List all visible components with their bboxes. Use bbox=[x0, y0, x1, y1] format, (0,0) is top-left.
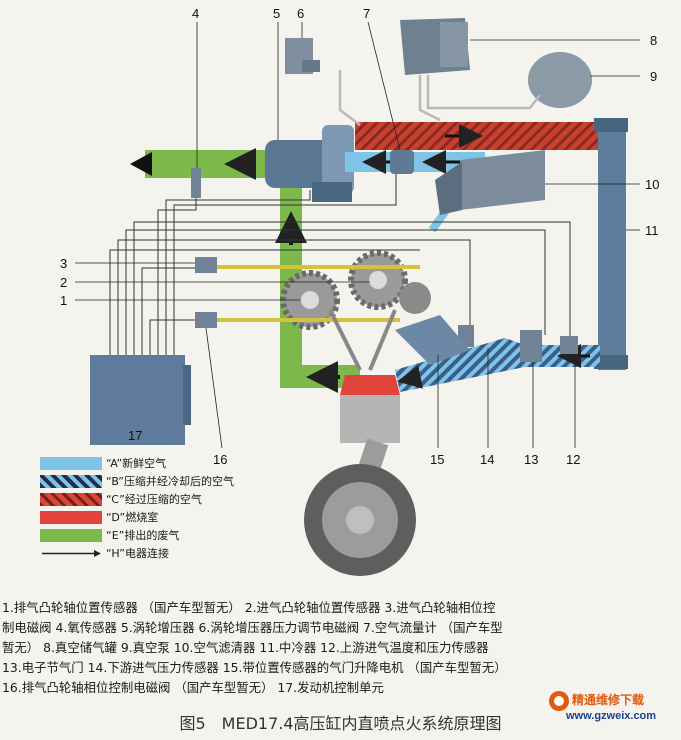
callout-5: 5 bbox=[273, 6, 280, 21]
legend-item-fresh-air: “A”新鲜空气 bbox=[40, 455, 300, 471]
watermark: 精通维修下载 www.gzweix.com bbox=[548, 688, 676, 732]
callout-16: 16 bbox=[213, 452, 227, 467]
turbocharger bbox=[265, 125, 354, 202]
vacuum-tank bbox=[400, 18, 470, 75]
legend-swatch-electrical bbox=[42, 549, 101, 557]
legend-item-cooled-air: “B”压缩并经冷却后的空气 bbox=[40, 473, 300, 489]
legend-swatch-fresh-air bbox=[40, 456, 102, 470]
component-captions: 1.排气凸轮轴位置传感器 （国产车型暂无） 2.进气凸轮轴位置传感器 3.进气凸… bbox=[2, 598, 681, 698]
watermark-title: 精通维修下载 bbox=[572, 693, 645, 707]
legend-item-exhaust: “E”排出的废气 bbox=[40, 527, 300, 543]
callout-12: 12 bbox=[566, 452, 580, 467]
legend-swatch-compressed-air bbox=[40, 492, 102, 506]
intake-cam-solenoid bbox=[195, 257, 217, 273]
legend-label: “E”排出的废气 bbox=[106, 529, 180, 542]
electrical-wiring bbox=[109, 174, 571, 355]
callout-3: 3 bbox=[60, 256, 67, 271]
oxygen-sensor bbox=[191, 168, 201, 198]
exhaust-valve bbox=[328, 309, 362, 371]
watermark-url: www.gzweix.com bbox=[566, 710, 657, 722]
caption-line: 暂无） 8.真空储气罐 9.真空泵 10.空气滤清器 11.中冷器 12.上游进… bbox=[2, 640, 489, 655]
callout-1: 1 bbox=[60, 293, 67, 308]
engine-control-unit bbox=[90, 355, 191, 445]
vacuum-pump bbox=[528, 52, 592, 108]
upstream-sensor bbox=[560, 336, 578, 354]
legend-label: “D”燃烧室 bbox=[106, 511, 159, 524]
cylinder bbox=[304, 375, 416, 576]
callout-7: 7 bbox=[363, 6, 370, 21]
vacuum-lines bbox=[338, 70, 541, 126]
intercooler bbox=[594, 118, 628, 370]
caption-line: 16.排气凸轮轴相位控制电磁阀 （国产车型暂无） 17.发动机控制单元 bbox=[2, 680, 384, 695]
legend-label: “A”新鲜空气 bbox=[106, 457, 167, 470]
electronic-throttle bbox=[520, 330, 542, 362]
camshaft-gears bbox=[280, 250, 431, 330]
callout-10: 10 bbox=[645, 177, 659, 192]
legend-item-electrical: “H”电器连接 bbox=[40, 545, 300, 561]
wastegate-solenoid bbox=[285, 38, 320, 74]
system-diagram: 3 2 1 4 5 6 7 8 9 10 11 12 13 14 15 16 1… bbox=[60, 6, 659, 576]
leader-lines bbox=[75, 21, 640, 449]
intake-valve bbox=[368, 309, 397, 371]
callout-9: 9 bbox=[650, 69, 657, 84]
callout-11: 11 bbox=[645, 223, 659, 238]
legend-label: “B”压缩并经冷却后的空气 bbox=[106, 475, 235, 488]
callout-17: 17 bbox=[128, 428, 142, 443]
legend-item-compressed-air: “C”经过压缩的空气 bbox=[40, 491, 300, 507]
callout-6: 6 bbox=[297, 6, 304, 21]
callout-8: 8 bbox=[650, 33, 657, 48]
caption-line: 13.电子节气门 14.下游进气压力传感器 15.带位置传感器的气门升降电机 （… bbox=[2, 660, 507, 675]
exhaust-camshaft bbox=[200, 318, 400, 322]
intake-camshaft bbox=[200, 265, 420, 269]
callout-2: 2 bbox=[60, 275, 67, 290]
legend-label: “C”经过压缩的空气 bbox=[106, 493, 202, 506]
caption-line: 制电磁阀 4.氧传感器 5.涡轮增压器 6.涡轮增压器压力调节电磁阀 7.空气流… bbox=[2, 620, 503, 635]
legend: “A”新鲜空气 “B”压缩并经冷却后的空气 “C”经过压缩的空气 “D”燃烧室 … bbox=[40, 455, 300, 563]
exhaust-cam-solenoid bbox=[195, 312, 217, 328]
valve-lift-motor bbox=[395, 315, 470, 365]
legend-swatch-combustion bbox=[40, 510, 102, 524]
exhaust-out-arrow bbox=[130, 152, 152, 176]
legend-swatch-cooled-air bbox=[40, 474, 102, 488]
legend-label: “H”电器连接 bbox=[106, 547, 169, 560]
callout-13: 13 bbox=[524, 452, 538, 467]
caption-line: 1.排气凸轮轴位置传感器 （国产车型暂无） 2.进气凸轮轴位置传感器 3.进气凸… bbox=[2, 600, 496, 615]
callout-14: 14 bbox=[480, 452, 494, 467]
callout-4: 4 bbox=[192, 6, 199, 21]
watermark-logo-icon bbox=[549, 691, 569, 711]
callout-15: 15 bbox=[430, 452, 444, 467]
air-filter bbox=[435, 150, 545, 215]
legend-item-combustion: “D”燃烧室 bbox=[40, 509, 300, 525]
air-flow-meter bbox=[390, 150, 414, 174]
figure-title: 图5 MED17.4高压缸内直喷点火系统原理图 bbox=[179, 714, 502, 733]
legend-swatch-exhaust bbox=[40, 528, 102, 542]
